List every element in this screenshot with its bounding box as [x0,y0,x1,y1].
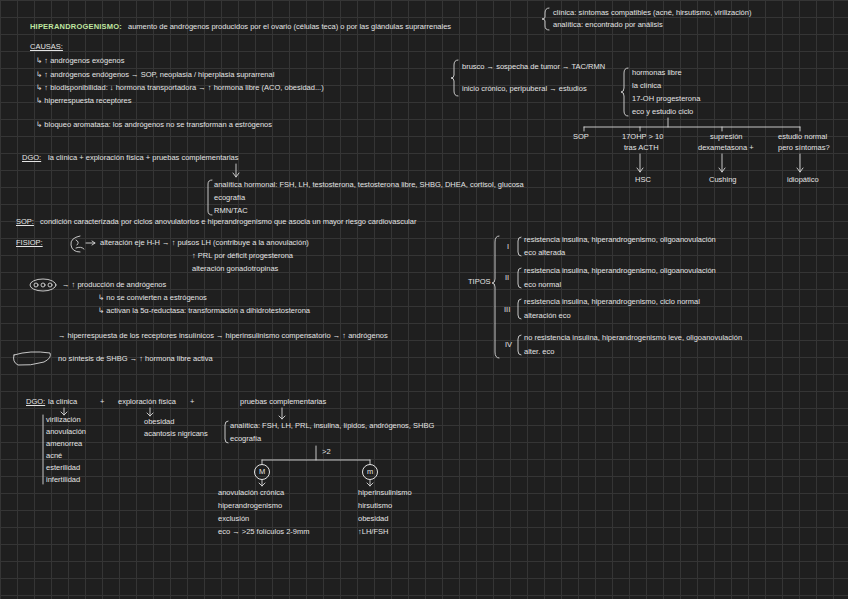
note-text: analítica hormonal: FSH, LH, testosteron… [214,180,524,190]
note-text: + [100,397,104,407]
note-text: idiopático [787,175,819,185]
note-text: hiperinsulinismo [358,488,412,498]
criteria-circle: M [254,464,270,480]
note-text: + [190,397,194,407]
note-text: anovulación crónica [218,488,284,498]
note-text: supresión [710,132,743,142]
note-text: obesidad [358,514,388,524]
note-text: clínica: síntomas compatibles (acné, hir… [553,8,751,18]
note-text: no síntesis de SHBG → ↑ hormona libre ac… [58,354,213,364]
note-text: → hiperrespuesta de los receptores insul… [58,331,388,341]
note-text: ↳ ↑ andrógenos endógenos → SOP, neoplasi… [36,70,274,80]
note-text: exclusión [218,514,249,524]
note-text: eco y estudio ciclo [632,107,693,117]
note-text: TIPOS [468,277,491,287]
note-text: brusco → sospecha de tumor → TAC/RMN [462,62,605,72]
note-text: inicio crónico, peripuberal → estudios [462,84,587,94]
note-text: virilización [46,415,81,425]
note-text: amenorrea [46,439,82,449]
note-text: dexametasona + [698,143,754,153]
note-text: ↳ ↑ biodisponibilidad: ↓ hormona transpo… [36,83,324,93]
note-text: estudio normal [778,132,827,142]
note-text: → ↑ producción de andrógenos [62,280,166,290]
page-title: HIPERANDROGENISMO: [30,22,122,32]
note-text: esterilidad [46,463,80,473]
section-heading: CAUSAS: [30,42,63,52]
note-text: tras ACTH [624,143,659,153]
note-text: acantosis nigricans [144,429,208,439]
note-text: IV [505,340,512,350]
note-text: la clínica [48,397,77,407]
note-text: alteración eco [524,311,571,321]
note-text: II [505,273,509,283]
note-text: eco alterada [524,248,565,258]
note-text: hiperandrogenismo [218,501,282,511]
note-text: analítica: FSH, LH, PRL, insulina, lípid… [230,421,434,431]
note-text: exploración física [118,397,176,407]
note-text: obesidad [144,417,174,427]
note-text: acné [46,451,62,461]
note-text: pero síntomas? [778,143,830,153]
note-text: alter. eco [524,347,554,357]
note-text: ↑ PRL por déficit progesterona [192,251,293,261]
note-text: la clínica [632,81,661,91]
criteria-circle: m [362,464,378,480]
note-text: alteración gonadotropinas [192,264,278,274]
section-heading: FISIOP: [16,238,43,248]
note-text: ↑LH/FSH [358,527,388,537]
note-text: >2 [322,447,331,457]
note-text: aumento de andrógenos producidos por el … [128,22,451,32]
note-text: ↳ hiperrespuesta receptores [36,96,132,106]
note-text: eco → >25 folículos 2-9mm [218,527,310,537]
note-text: alteración eje H-H → ↑ pulsos LH (contri… [100,238,309,248]
note-text: la clínica + exploración física + prueba… [48,153,239,163]
note-text: resistencia insulina, hiperandrogenismo,… [524,297,700,307]
note-text: resistencia insulina, hiperandrogenismo,… [524,235,716,245]
note-text: 17OHP > 10 [622,132,663,142]
note-text: anovulación [46,427,86,437]
note-text: ecografía [230,434,261,444]
note-text: pruebas complementarias [240,397,326,407]
note-text: 17-OH progesterona [632,94,700,104]
note-text: infertilidad [46,475,80,485]
note-text: HSC [635,175,651,185]
note-text: SOP [573,132,589,142]
note-text: no resistencia insulina, hiperandrogenis… [524,333,742,343]
note-text: ↳ activan la 5α-reductasa: transformació… [98,306,310,316]
section-heading: SOP: [16,217,34,227]
note-text: ↳ ↑ andrógenos exógenos [36,56,124,66]
note-text: resistencia insulina, hiperandrogenismo,… [524,266,716,276]
circle-letter: m [367,467,373,477]
note-text: eco normal [524,280,561,290]
note-text: RMN/TAC [214,206,248,216]
section-heading: DGO: [22,153,41,163]
section-heading: DGO: [26,397,45,407]
note-text: hirsutismo [358,501,392,511]
note-text: hormonas libre [632,68,682,78]
note-text: ↳ bloqueo aromatasa: los andrógenos no s… [36,120,272,130]
note-text: I [507,242,509,252]
circle-letter: M [259,467,265,477]
note-text: III [504,305,510,315]
note-text: Cushing [709,175,737,185]
note-text: ecografía [214,193,245,203]
note-text: condición caracterizada por ciclos anovu… [40,217,416,227]
note-text: analítica: encontrado por análisis [553,20,663,30]
note-text: ↳ no se convierten a estrógenos [98,293,207,303]
